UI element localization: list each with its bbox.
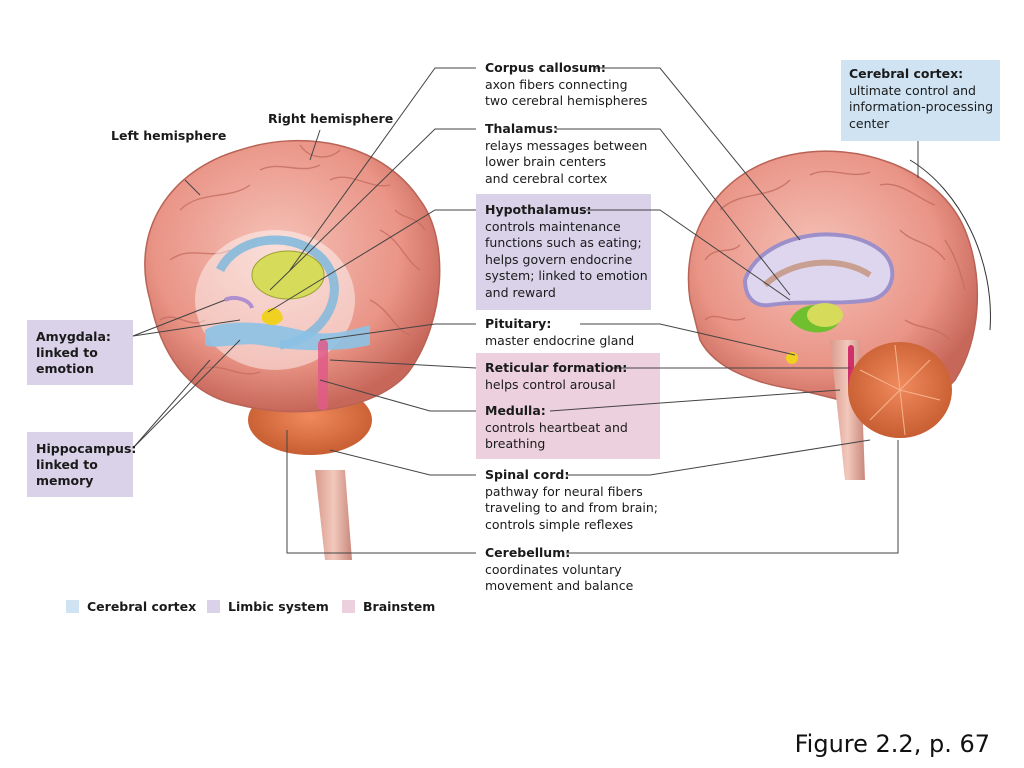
cerebral-cortex-desc: ultimate control and information-process… — [849, 82, 994, 131]
label-desc: controls maintenance functions such as e… — [485, 218, 648, 300]
legend-swatch-limbic-system — [207, 600, 220, 613]
brainstem-box — [476, 353, 660, 459]
label-desc: master endocrine gland — [485, 332, 635, 348]
legend-swatch-cerebral-cortex — [66, 600, 79, 613]
label-desc: axon fibers connecting two cerebral hemi… — [485, 76, 648, 109]
legend-label-limbic-system: Limbic system — [228, 599, 329, 614]
left-brain — [144, 139, 441, 560]
leader-lines — [132, 67, 919, 554]
label-title: Reticular formation: — [485, 360, 628, 375]
label-desc: controls heartbeat and breathing — [485, 419, 628, 452]
hippocampus-box — [27, 432, 133, 497]
figure-caption: Figure 2.2, p. 67 — [794, 730, 990, 758]
medulla-label: Medulla: controls heartbeat and breathin… — [485, 403, 628, 453]
label-title: Corpus callosum: — [485, 60, 606, 75]
cerebral-cortex-box — [841, 60, 1000, 141]
amygdala-box — [27, 320, 133, 385]
label-desc: helps control arousal — [485, 376, 616, 392]
cerebellum-label: Cerebellum: coordinates voluntary moveme… — [485, 545, 633, 595]
corpus-callosum-label: Corpus callosum: axon fibers connecting … — [485, 60, 647, 110]
left-hemisphere-label: Left hemisphere — [111, 128, 227, 143]
label-desc: coordinates voluntary movement and balan… — [485, 561, 634, 594]
label-title: Hypothalamus: — [485, 202, 592, 217]
label-title: Medulla: — [485, 403, 546, 418]
legend-swatch-brainstem — [342, 600, 355, 613]
hypothalamus-box — [476, 194, 651, 310]
legend-label-cerebral-cortex: Cerebral cortex — [87, 599, 197, 614]
hippocampus-label: Hippocampus: linked to memory — [36, 441, 137, 488]
reticular-formation-label: Reticular formation: helps control arous… — [485, 360, 627, 393]
thalamus-label: Thalamus: relays messages between lower … — [485, 121, 647, 187]
right-hemisphere-label: Right hemisphere — [268, 111, 394, 126]
label-title: Pituitary: — [485, 316, 552, 331]
label-title: Cerebellum: — [485, 545, 571, 560]
cerebral-cortex-label: Cerebral cortex: ultimate control and in… — [849, 66, 993, 132]
label-desc: relays messages between lower brain cent… — [485, 137, 648, 186]
right-brain — [687, 150, 991, 480]
label-desc: pathway for neural fibers traveling to a… — [485, 483, 658, 532]
label-title: Spinal cord: — [485, 467, 570, 482]
legend-label-brainstem: Brainstem — [363, 599, 436, 614]
cerebral-cortex-title: Cerebral cortex: — [849, 66, 964, 81]
pituitary-label: Pituitary: master endocrine gland — [485, 316, 634, 349]
amygdala-label: Amygdala: linked to emotion — [36, 329, 111, 376]
label-title: Thalamus: — [485, 121, 558, 136]
hypothalamus-label: Hypothalamus: controls maintenance funct… — [485, 202, 648, 301]
spinal-cord-label: Spinal cord: pathway for neural fibers t… — [485, 467, 658, 533]
